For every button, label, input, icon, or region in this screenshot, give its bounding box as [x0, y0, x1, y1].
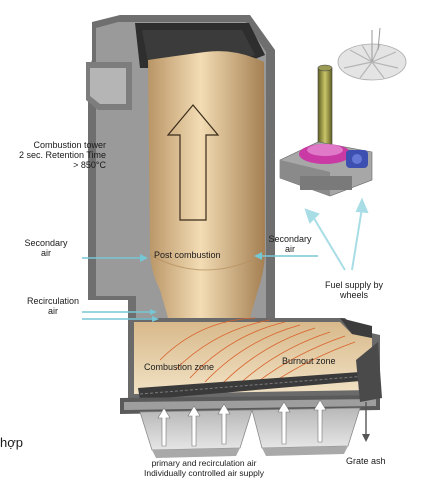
impeller-wheel: [337, 27, 407, 81]
secondary-air-left-line-2: air: [40, 248, 51, 258]
combustion-tower-line-2: 2 sec. Retention Time: [18, 150, 106, 160]
combustion-tower-line-3: > 850°C: [73, 160, 106, 170]
fuel-supply-label: Fuel supply by wheels: [312, 280, 396, 300]
secondary-air-right-label: Secondary air: [258, 234, 322, 254]
air-hoppers: [139, 407, 361, 458]
secondary-air-arrow-right: [254, 252, 318, 260]
fuel-supply-arrows: [304, 197, 369, 271]
cutoff-text: hợp: [0, 435, 23, 450]
combustion-tower-line-1: Combustion tower: [33, 140, 106, 150]
secondary-air-right-line-1: Secondary: [268, 234, 312, 244]
combustion-tower-label: Combustion tower 2 sec. Retention Time >…: [6, 140, 106, 170]
primary-air-line-1: primary and recirculation air: [151, 458, 257, 468]
secondary-air-right-line-2: air: [284, 244, 295, 254]
fuel-supply-line-1: Fuel supply by: [324, 280, 384, 290]
secondary-air-arrow-left: [82, 254, 148, 262]
burnout-zone-label: Burnout zone: [282, 356, 336, 366]
recirculation-air-arrows: [82, 309, 159, 322]
grate-ash-label: Grate ash: [346, 456, 386, 466]
primary-air-label: primary and recirculation air Individual…: [114, 458, 294, 478]
secondary-air-left-line-1: Secondary: [24, 238, 68, 248]
post-combustion-label: Post combustion: [154, 250, 221, 260]
up-flow-arrow: [166, 104, 220, 221]
fan-blower-assembly: [279, 64, 373, 197]
primary-air-arrows: [157, 399, 327, 447]
secondary-air-left-label: Secondary air: [14, 238, 78, 258]
recirculation-air-label: Recirculation air: [14, 296, 92, 316]
combustion-zone-label: Combustion zone: [144, 362, 215, 372]
moving-grate: [138, 372, 372, 400]
primary-air-line-2: Individually controlled air supply: [143, 468, 264, 478]
fuel-supply-line-2: wheels: [339, 290, 368, 300]
recirculation-air-line-2: air: [47, 306, 58, 316]
ash-discharge-chute: [356, 342, 382, 442]
recirculation-air-line-1: Recirculation: [26, 296, 80, 306]
